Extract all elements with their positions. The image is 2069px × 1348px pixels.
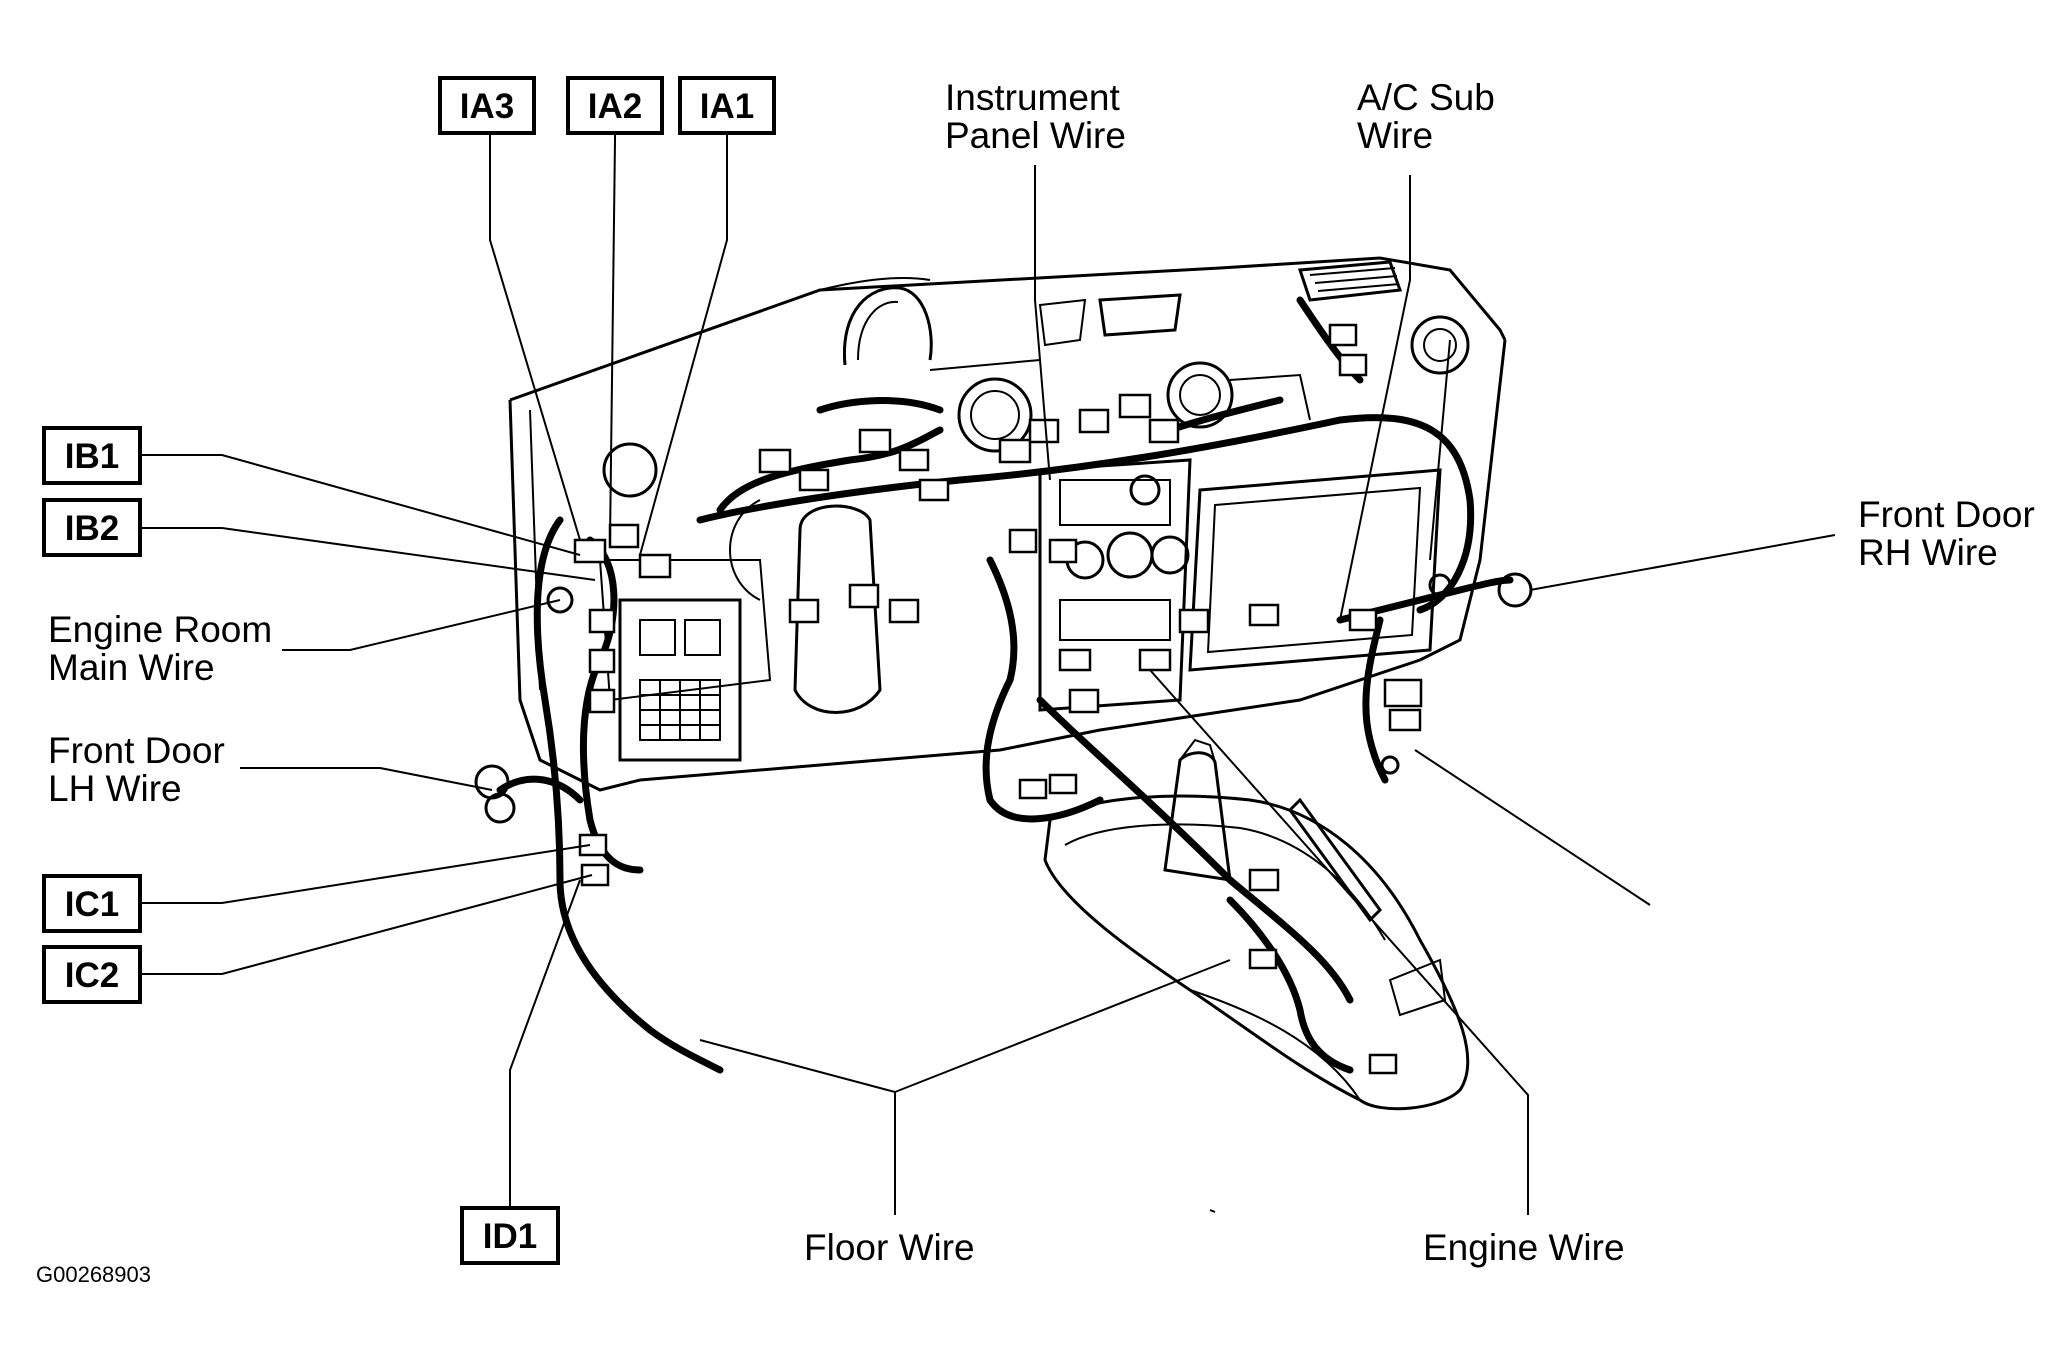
label-floor-wire: Floor Wire bbox=[804, 1227, 975, 1268]
box-ia2: IA2 bbox=[566, 76, 664, 135]
label-id1: ID1 bbox=[483, 1217, 537, 1256]
box-ic1: IC1 bbox=[42, 874, 142, 933]
leader-lines bbox=[142, 102, 1836, 1215]
label-engine-room-line2: Main Wire bbox=[48, 647, 215, 688]
wire-harnesses bbox=[496, 296, 1514, 1074]
box-ia3: IA3 bbox=[438, 76, 536, 135]
label-ic2: IC2 bbox=[65, 956, 119, 995]
label-front-door-rh-line1: Front Door bbox=[1858, 494, 2035, 535]
box-ib1: IB1 bbox=[42, 426, 142, 485]
label-front-door-lh-line2: LH Wire bbox=[48, 768, 182, 809]
label-instrument-panel-line1: Instrument bbox=[945, 77, 1121, 118]
figure-code: G00268903 bbox=[36, 1262, 151, 1287]
label-engine-wire: Engine Wire bbox=[1423, 1227, 1625, 1268]
label-ib1: IB1 bbox=[65, 437, 119, 476]
label-ia1: IA1 bbox=[700, 87, 754, 126]
box-ic2: IC2 bbox=[42, 945, 142, 1004]
box-id1: ID1 bbox=[460, 1206, 560, 1265]
label-engine-room-line1: Engine Room bbox=[48, 609, 272, 650]
dashboard-drawing bbox=[508, 256, 1507, 1111]
connector-blobs bbox=[474, 323, 1533, 1075]
label-ic1: IC1 bbox=[65, 885, 119, 924]
label-ia3: IA3 bbox=[460, 87, 514, 126]
label-instrument-panel-line2: Panel Wire bbox=[945, 115, 1126, 156]
box-ib2: IB2 bbox=[42, 498, 142, 557]
wire-labels: Instrument Panel Wire A/C Sub Wire Front… bbox=[36, 77, 2035, 1287]
connector-code-boxes: IA3 IA2 IA1 IB1 IB2 IC1 IC2 ID1 bbox=[42, 76, 776, 1265]
label-ac-sub-line2: Wire bbox=[1357, 115, 1433, 156]
label-ac-sub-line1: A/C Sub bbox=[1357, 77, 1495, 118]
label-ib2: IB2 bbox=[65, 509, 119, 548]
box-ia1: IA1 bbox=[678, 76, 776, 135]
label-front-door-rh-line2: RH Wire bbox=[1858, 532, 1998, 573]
label-front-door-lh-line1: Front Door bbox=[48, 730, 225, 771]
label-ia2: IA2 bbox=[588, 87, 642, 126]
